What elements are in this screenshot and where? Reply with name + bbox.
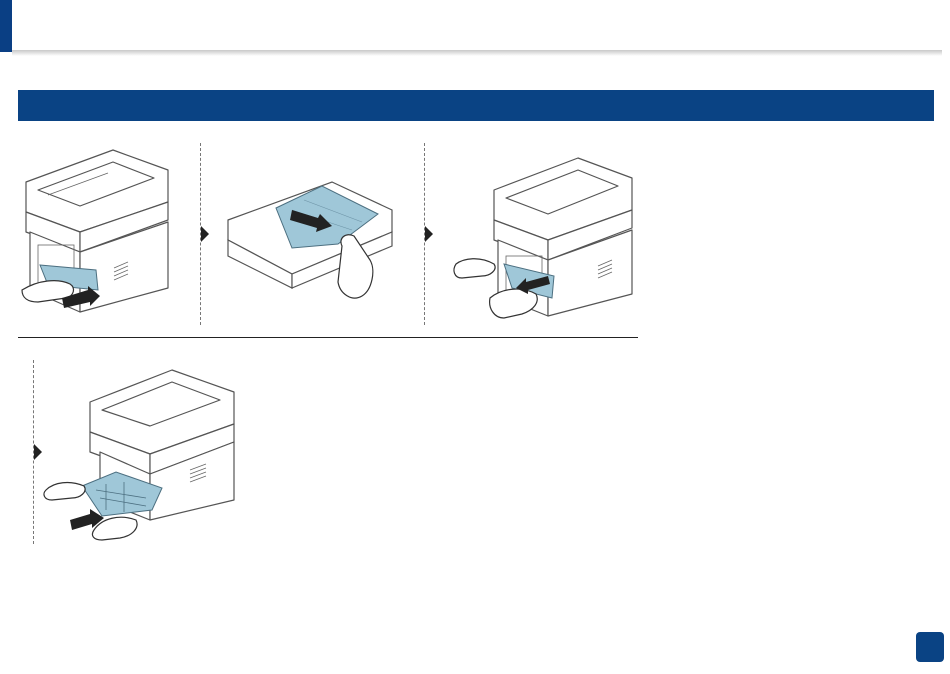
step-4-duplex-unit-insert-illustration: [40, 360, 240, 545]
step-pointer-icon: [425, 226, 433, 242]
header-accent-bar: [0, 0, 12, 52]
header-rule: [12, 50, 942, 56]
page-number-badge: [916, 632, 944, 662]
row-divider: [18, 337, 638, 338]
step-1-printer-rear-jam-illustration: [18, 140, 193, 315]
step-pointer-icon: [201, 226, 209, 242]
step-3-printer-rear-jam-illustration: [450, 148, 640, 323]
section-banner: [18, 90, 934, 121]
step-2-tray-paper-removal-illustration: [222, 170, 402, 310]
